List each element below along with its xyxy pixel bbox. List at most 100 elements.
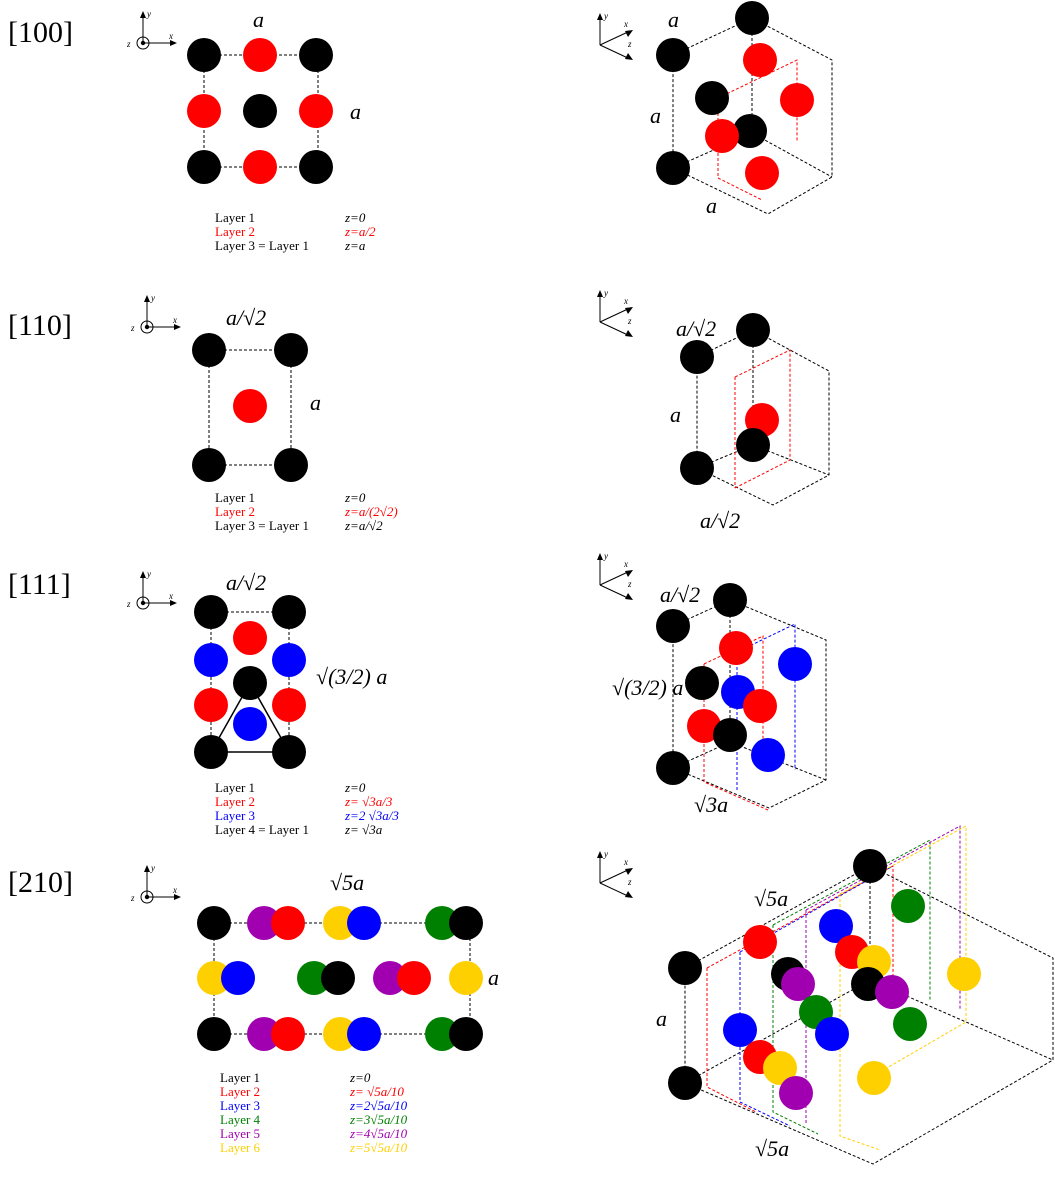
- atom-black: [243, 94, 277, 128]
- legend-z-value: z=3√5a/10: [349, 1112, 408, 1127]
- atom-red: [780, 83, 814, 117]
- atom-black: [685, 666, 719, 700]
- legend-layer-label: Layer 4 = Layer 1: [215, 822, 309, 837]
- iso-side-label: a: [670, 402, 681, 427]
- legend-layer-label: Layer 3 = Layer 1: [215, 518, 309, 533]
- atom-yellow: [449, 961, 483, 995]
- arrowhead-icon: [144, 865, 150, 872]
- axis-label-y: y: [603, 288, 608, 298]
- atom-black: [656, 609, 690, 643]
- atom-black: [187, 38, 221, 72]
- atom-black: [274, 448, 308, 482]
- legend-z-value: z=a/2: [344, 224, 376, 239]
- iso-top-label: a/√2: [676, 316, 716, 341]
- bond-line: [684, 979, 871, 1084]
- arrowhead-icon: [625, 868, 633, 875]
- legend-layer-label: Layer 6: [220, 1140, 261, 1155]
- legend-layer-label: Layer 1: [215, 210, 255, 225]
- atom-blue: [233, 707, 267, 741]
- axis-label-y: y: [150, 863, 155, 873]
- atom-yellow: [857, 1061, 891, 1095]
- atom-black: [853, 849, 887, 883]
- arrowhead-icon: [170, 40, 177, 46]
- atom-red: [243, 150, 277, 184]
- cell-edge: [734, 349, 791, 460]
- axis-label-z: z: [126, 599, 131, 609]
- direction-label: [110]: [8, 309, 72, 342]
- iso-side-label: √(3/2) a: [612, 675, 683, 700]
- direction-label: [210]: [8, 866, 73, 899]
- legend-z-value: z=2 √3a/3: [344, 808, 399, 823]
- cell-edge: [772, 839, 931, 1000]
- axis-label-x: x: [623, 559, 628, 569]
- legend-layer-label: Layer 1: [220, 1070, 260, 1085]
- legend-z-value: z=a/√2: [344, 518, 383, 533]
- atom-black: [656, 751, 690, 785]
- arrowhead-icon: [174, 894, 181, 900]
- cell-edge: [839, 825, 967, 1073]
- legend-z-value: z=0: [344, 780, 366, 795]
- arrowhead-icon: [625, 330, 633, 337]
- x-axis-line: [599, 30, 631, 46]
- atom-black: [272, 735, 306, 769]
- atom-green: [425, 1017, 459, 1051]
- legend-layer-label: Layer 5: [220, 1126, 260, 1141]
- axis-label-x: x: [168, 591, 173, 601]
- atom-purple: [247, 906, 281, 940]
- bond-line: [869, 979, 1054, 1061]
- atom-black: [299, 38, 333, 72]
- atom-black: [187, 150, 221, 184]
- atom-black: [680, 340, 714, 374]
- atom-red: [745, 156, 779, 190]
- axis-label-y: y: [146, 569, 151, 579]
- atom-red: [187, 94, 221, 128]
- atom-black: [668, 951, 702, 985]
- iso-top-label: a: [668, 7, 679, 32]
- atom-yellow: [197, 961, 231, 995]
- cell-edge: [736, 623, 796, 770]
- atom-black: [735, 1, 769, 35]
- z-axis-line: [599, 321, 631, 337]
- z-axis-dot-icon: [144, 894, 150, 900]
- atom-red: [233, 389, 267, 423]
- iso-side-label: a: [650, 103, 661, 128]
- axis-label-z: z: [627, 877, 632, 887]
- atom-black: [680, 451, 714, 485]
- legend-layer-label: Layer 1: [215, 490, 255, 505]
- atom-purple: [875, 975, 909, 1009]
- legend-layer-label: Layer 2: [215, 224, 255, 239]
- arrowhead-icon: [597, 851, 603, 858]
- arrowhead-icon: [140, 571, 146, 578]
- atom-red: [271, 906, 305, 940]
- atom-black: [656, 151, 690, 185]
- atom-black: [713, 718, 747, 752]
- atom-red: [719, 631, 753, 665]
- legend-layer-label: Layer 2: [220, 1084, 260, 1099]
- atom-black: [668, 1066, 702, 1100]
- atom-red: [271, 1017, 305, 1051]
- atom-yellow: [323, 906, 357, 940]
- arrowhead-icon: [597, 553, 603, 560]
- bond-line: [752, 444, 830, 476]
- atom-yellow: [323, 1017, 357, 1051]
- z-axis-out-icon: [136, 36, 150, 50]
- atom-red: [743, 689, 777, 723]
- iso-top-label: √5a: [754, 886, 788, 911]
- atom-black: [656, 38, 690, 72]
- x-axis-line: [599, 570, 631, 586]
- arrowhead-icon: [140, 11, 146, 18]
- atom-blue: [194, 643, 228, 677]
- axis-label-y: y: [150, 293, 155, 303]
- arrowhead-icon: [144, 295, 150, 302]
- legend-layer-label: Layer 2: [215, 504, 255, 519]
- bond-line: [734, 459, 791, 489]
- z-axis-out-icon: [140, 890, 154, 904]
- axis-label-y: y: [603, 11, 608, 21]
- legend-layer-label: Layer 2: [215, 794, 255, 809]
- axis-label-y: y: [146, 9, 151, 19]
- legend-z-value: z=a: [344, 238, 366, 253]
- iso-bottom-label: √3a: [694, 792, 728, 817]
- atom-blue: [723, 1013, 757, 1047]
- z-axis-dot-icon: [140, 600, 146, 606]
- atom-blue: [221, 961, 255, 995]
